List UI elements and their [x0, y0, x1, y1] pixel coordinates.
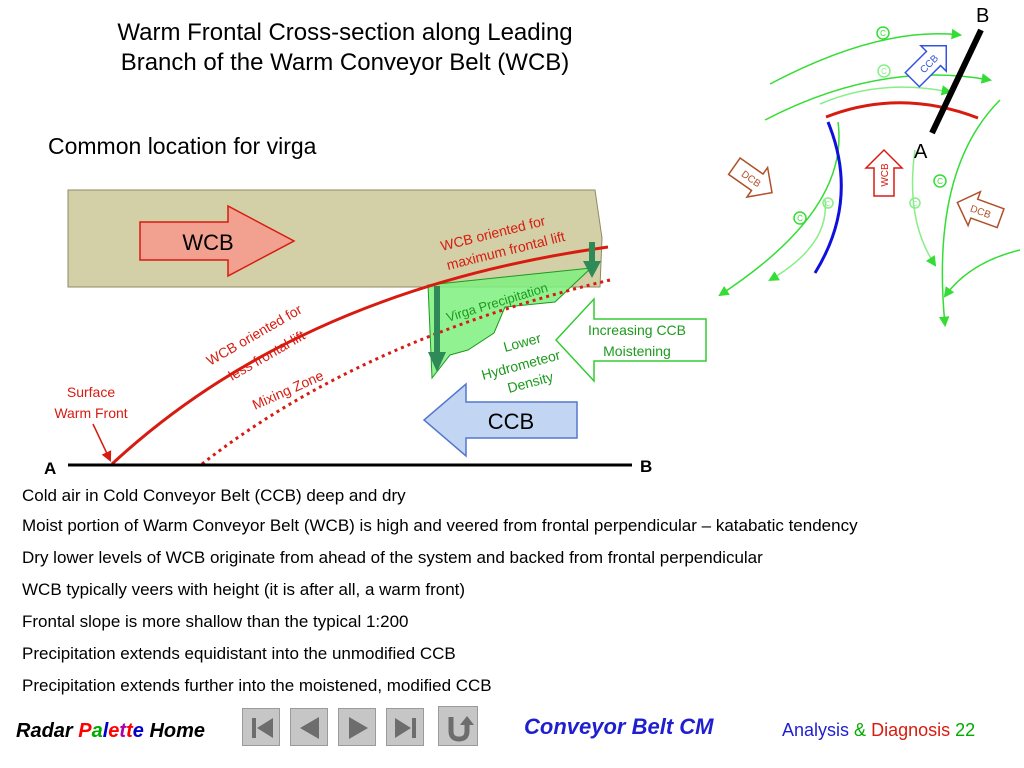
- virga-precipitation-area: [427, 267, 593, 380]
- next-slide-button[interactable]: [338, 708, 376, 746]
- footer-right: Analysis & Diagnosis 22: [782, 720, 975, 741]
- ccb-arrow: [422, 382, 578, 458]
- note-line: Cold air in Cold Conveyor Belt (CCB) dee…: [22, 486, 406, 505]
- streamline: [718, 121, 840, 297]
- home-word: Home: [149, 720, 206, 742]
- wcb-descent-arrow: [583, 242, 601, 278]
- svg-text:C: C: [937, 177, 943, 186]
- surface-front-label-2: Warm Front: [54, 405, 127, 421]
- point-a-label: A: [44, 459, 56, 478]
- first-slide-button[interactable]: [242, 708, 280, 746]
- virga-down-arrow: [428, 286, 446, 372]
- palette-letter: t: [119, 720, 127, 742]
- plan-warm-front: [825, 101, 979, 120]
- palette-letter: l: [102, 720, 109, 742]
- moistening-label-1: Increasing CCB: [588, 322, 686, 338]
- radar-palette-home-link[interactable]: Radar Palette Home: [16, 720, 205, 743]
- return-icon: [448, 716, 474, 742]
- note-line: Frontal slope is more shallow than the t…: [22, 612, 409, 631]
- plan-cold-front: [813, 121, 843, 274]
- note-line: WCB typically veers with height (it is a…: [22, 580, 466, 599]
- c-marker: C: [876, 26, 890, 40]
- section-title: Conveyor Belt CM: [524, 714, 714, 739]
- c-marker: C: [793, 211, 807, 225]
- point-b-label: B: [640, 457, 652, 476]
- plan-wcb-label: WCB: [880, 163, 891, 187]
- svg-text:C: C: [880, 29, 886, 38]
- radar-word: Radar: [16, 720, 73, 742]
- streamline: [819, 85, 953, 105]
- plan-point-a: A: [914, 141, 928, 163]
- palette-letter: e: [108, 720, 120, 742]
- note-line: Precipitation extends further into the m…: [22, 676, 492, 695]
- return-button[interactable]: [438, 706, 478, 746]
- plan-wcb-arrow: [864, 148, 904, 197]
- surface-front-pointer: [92, 423, 112, 462]
- last-icon: [395, 718, 416, 738]
- notes-list: Cold air in Cold Conveyor Belt (CCB) dee…: [22, 484, 1012, 706]
- plan-ccb-arrow: [904, 44, 948, 88]
- c-marker: C: [822, 197, 834, 209]
- next-icon: [349, 717, 368, 739]
- lower-density-label-1: Lower: [502, 329, 543, 354]
- svg-text:C: C: [912, 201, 917, 208]
- wcb-arrow: [139, 204, 296, 278]
- palette-letter: t: [126, 720, 133, 742]
- mixing-zone-line: [201, 278, 611, 466]
- surface-front-label-1: Surface: [67, 384, 115, 400]
- palette-letter: e: [132, 720, 144, 742]
- note-line: Precipitation extends equidistant into t…: [22, 644, 456, 663]
- streamline: [768, 199, 827, 282]
- slide-title: Warm Frontal Cross-section along Leading…: [117, 19, 573, 76]
- c-marker: C: [933, 174, 947, 188]
- warm-air-box: [67, 189, 603, 288]
- previous-icon: [300, 717, 319, 739]
- svg-text:C: C: [825, 201, 830, 208]
- palette-letter: P: [78, 720, 92, 742]
- c-marker: C: [877, 64, 891, 78]
- previous-slide-button[interactable]: [290, 708, 328, 746]
- streamline: [769, 28, 963, 85]
- analysis-link[interactable]: Analysis: [782, 720, 850, 740]
- plan-dcb-right-arrow: [956, 190, 1005, 229]
- streamline: [943, 249, 1021, 298]
- wcb-arrow-label: WCB: [182, 230, 233, 255]
- section-line-ab: [929, 28, 984, 135]
- c-marker: C: [909, 197, 921, 209]
- ampersand: &: [854, 720, 867, 740]
- diagram-canvas: WCB Virga Precipitation WCB oriented for…: [44, 5, 1021, 478]
- diagnosis-link[interactable]: Diagnosis: [871, 720, 951, 740]
- svg-text:C: C: [797, 214, 803, 223]
- virga-heading: Common location for virga: [48, 133, 317, 159]
- frontal-surface-line: [110, 245, 609, 466]
- moistening-label-2: Moistening: [603, 343, 671, 359]
- last-slide-button[interactable]: [386, 708, 424, 746]
- note-line: Moist portion of Warm Conveyor Belt (WCB…: [22, 516, 858, 535]
- ccb-arrow-label: CCB: [488, 409, 534, 434]
- note-line: Dry lower levels of WCB originate from a…: [22, 548, 763, 567]
- plan-point-b: B: [976, 5, 989, 27]
- streamline: [911, 149, 937, 267]
- svg-text:C: C: [881, 67, 887, 76]
- streamline: [938, 99, 1001, 328]
- ccb-moistening-arrow: [554, 297, 707, 383]
- page-number: 22: [955, 720, 976, 740]
- plan-view: B A CCB DCB DCB WCB C C C C C C: [718, 5, 1021, 328]
- streamline: [764, 73, 993, 121]
- palette-letter: a: [91, 720, 103, 742]
- palette-word: Palette: [78, 720, 144, 742]
- first-icon: [252, 718, 273, 738]
- plan-dcb-left-arrow: [727, 156, 773, 199]
